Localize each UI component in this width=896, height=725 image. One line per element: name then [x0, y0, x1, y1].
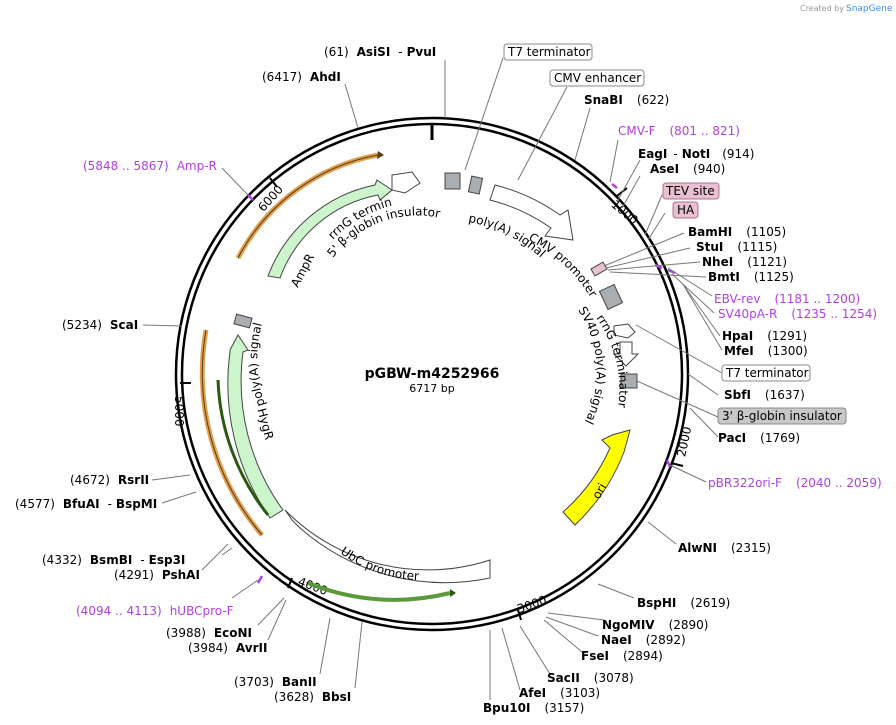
site-snabi: SnaBI(622) — [584, 93, 669, 107]
polya-top-block — [467, 175, 484, 195]
site-econi: (3988)EcoNI — [166, 626, 252, 640]
site-sbfi: SbfI(1637) — [724, 388, 805, 402]
site-bbsi: (3628)BbsI — [274, 690, 351, 704]
ha-label: HA — [677, 203, 695, 217]
t7-right-arrow — [613, 323, 636, 339]
site-mfei: MfeI(1300) — [724, 344, 808, 358]
plasmid-name: pGBW-m4252966 — [365, 366, 500, 382]
primer-sv40par: SV40pA-R(1235 .. 1254) — [718, 307, 877, 321]
site-hpai: HpaI(1291) — [722, 329, 807, 343]
ubc-orf-head — [450, 589, 456, 597]
cmv-enhancer-box — [549, 69, 645, 87]
site-banii: (3703)BanII — [234, 675, 317, 689]
t7-top-label: T7 terminator — [507, 45, 591, 59]
hygr-arrow — [227, 334, 284, 519]
primer-hubcprof: (4094 .. 4113)hUBCpro-F — [76, 604, 234, 618]
rrng-top-arrow — [391, 171, 421, 194]
plasmid-length: 6717 bp — [409, 382, 454, 395]
site-rsrii: (4672)RsrII — [70, 473, 149, 487]
site-stui: StuI(1115) — [696, 240, 777, 254]
site-nhei: NheI(1121) — [702, 255, 787, 269]
site-fsei: FseI(2894) — [581, 649, 663, 663]
tick-6000 — [269, 177, 278, 188]
site-paci: PacI(1769) — [718, 431, 800, 445]
ubc-promoter-arrow — [284, 509, 491, 584]
beta-globin-3-box — [717, 407, 847, 425]
primer-pbr322orif: pBR322ori-F(2040 .. 2059) — [708, 476, 882, 490]
tick-4000 — [287, 577, 293, 589]
primer-mark-hubc — [256, 575, 264, 584]
cmv-enhancer-label: CMV enhancer — [554, 71, 641, 85]
site-ahdi: (6417)AhdI — [262, 70, 341, 84]
site-eagi-noti: EagI-NotI(914) — [638, 147, 754, 161]
hygr-label: HygR — [254, 407, 276, 442]
hygr-orf — [216, 379, 270, 516]
tick-label-3000: 3000 — [515, 593, 548, 617]
primer-mark-cmvf — [611, 183, 618, 189]
site-bsphi: BspHI(2619) — [637, 596, 730, 610]
tick-label-2000: 2000 — [674, 425, 694, 458]
primer-ampr: (5848 .. 5867)Amp-R — [83, 159, 217, 173]
site-pshai: (4291)PshAI — [114, 568, 200, 582]
t7-right-label: T7 terminator — [725, 366, 809, 380]
primer-mark-pbr322 — [665, 459, 672, 468]
site-afei: AfeI(3103) — [519, 686, 600, 700]
ampr-arrow — [267, 179, 393, 279]
tick-2000 — [670, 462, 684, 467]
site-scai: (5234)ScaI — [62, 318, 138, 332]
ubc-orf — [307, 581, 451, 602]
tick-label-1000: 1000 — [608, 197, 640, 227]
site-bfuai-bspmi: (4577)BfuAI-BspMI — [15, 497, 157, 511]
tev-site-label: TEV site — [665, 184, 715, 198]
site-avrii: (3984)AvrII — [188, 641, 267, 655]
cmv-promoter-label: CMV promoter — [527, 230, 601, 299]
ha-box — [672, 201, 699, 219]
primer-ebvrev: EBV-rev(1181 .. 1200) — [714, 292, 860, 306]
site-alwni: AlwNI(2315) — [678, 541, 771, 555]
ori-arrow — [562, 429, 631, 526]
rrng-right-arrow — [612, 341, 640, 367]
ubc-label: UbC promoter — [338, 544, 419, 583]
polya-left-block — [233, 313, 253, 329]
site-naei: NaeI(2892) — [601, 633, 686, 647]
beta-globin-5-block — [444, 172, 461, 190]
site-bsmbi-esp3i: (4332)BsmBI-Esp3I — [42, 553, 185, 567]
site-bmti: BmtI(1125) — [708, 270, 794, 284]
ampr-orf-head — [377, 151, 384, 159]
t7-top-box — [503, 43, 593, 61]
beta-globin-3-label: 3' β-globin insulator — [722, 409, 842, 423]
site-bamhi: BamHI(1105) — [688, 225, 786, 239]
tev-site-box — [662, 182, 720, 200]
site-bpu10i: Bpu10I(3157) — [483, 701, 584, 715]
ori-label: ori — [589, 481, 609, 502]
ampr-orf-core — [237, 154, 379, 259]
leader-lines — [142, 57, 723, 700]
polya-left-label: poly(A) signal — [246, 321, 267, 408]
sv40-block — [598, 283, 624, 311]
brand-logo: SnapGene — [846, 4, 893, 14]
site-sacii: SacII(3078) — [547, 671, 634, 685]
hygr-orange-core — [201, 329, 263, 536]
site-ngomiv: NgoMIV(2890) — [602, 618, 708, 632]
primer-cmvf: CMV-F(801 .. 821) — [618, 124, 740, 138]
site-asisi-pvui: (61)AsiSI-PvuI — [324, 45, 436, 59]
primer-mark-sv40pa — [667, 268, 676, 275]
t7-right-box — [721, 364, 811, 382]
tev-site-block — [590, 261, 608, 277]
credit-text: Created by — [800, 4, 844, 13]
site-asei: AseI(940) — [650, 162, 725, 176]
ampr-label: AmpR — [288, 251, 317, 289]
cmv-promoter-arrow — [489, 184, 574, 241]
primer-mark-ampr — [247, 194, 254, 201]
tick-3000 — [517, 609, 522, 621]
tick-label-5000: 5000 — [172, 396, 186, 427]
